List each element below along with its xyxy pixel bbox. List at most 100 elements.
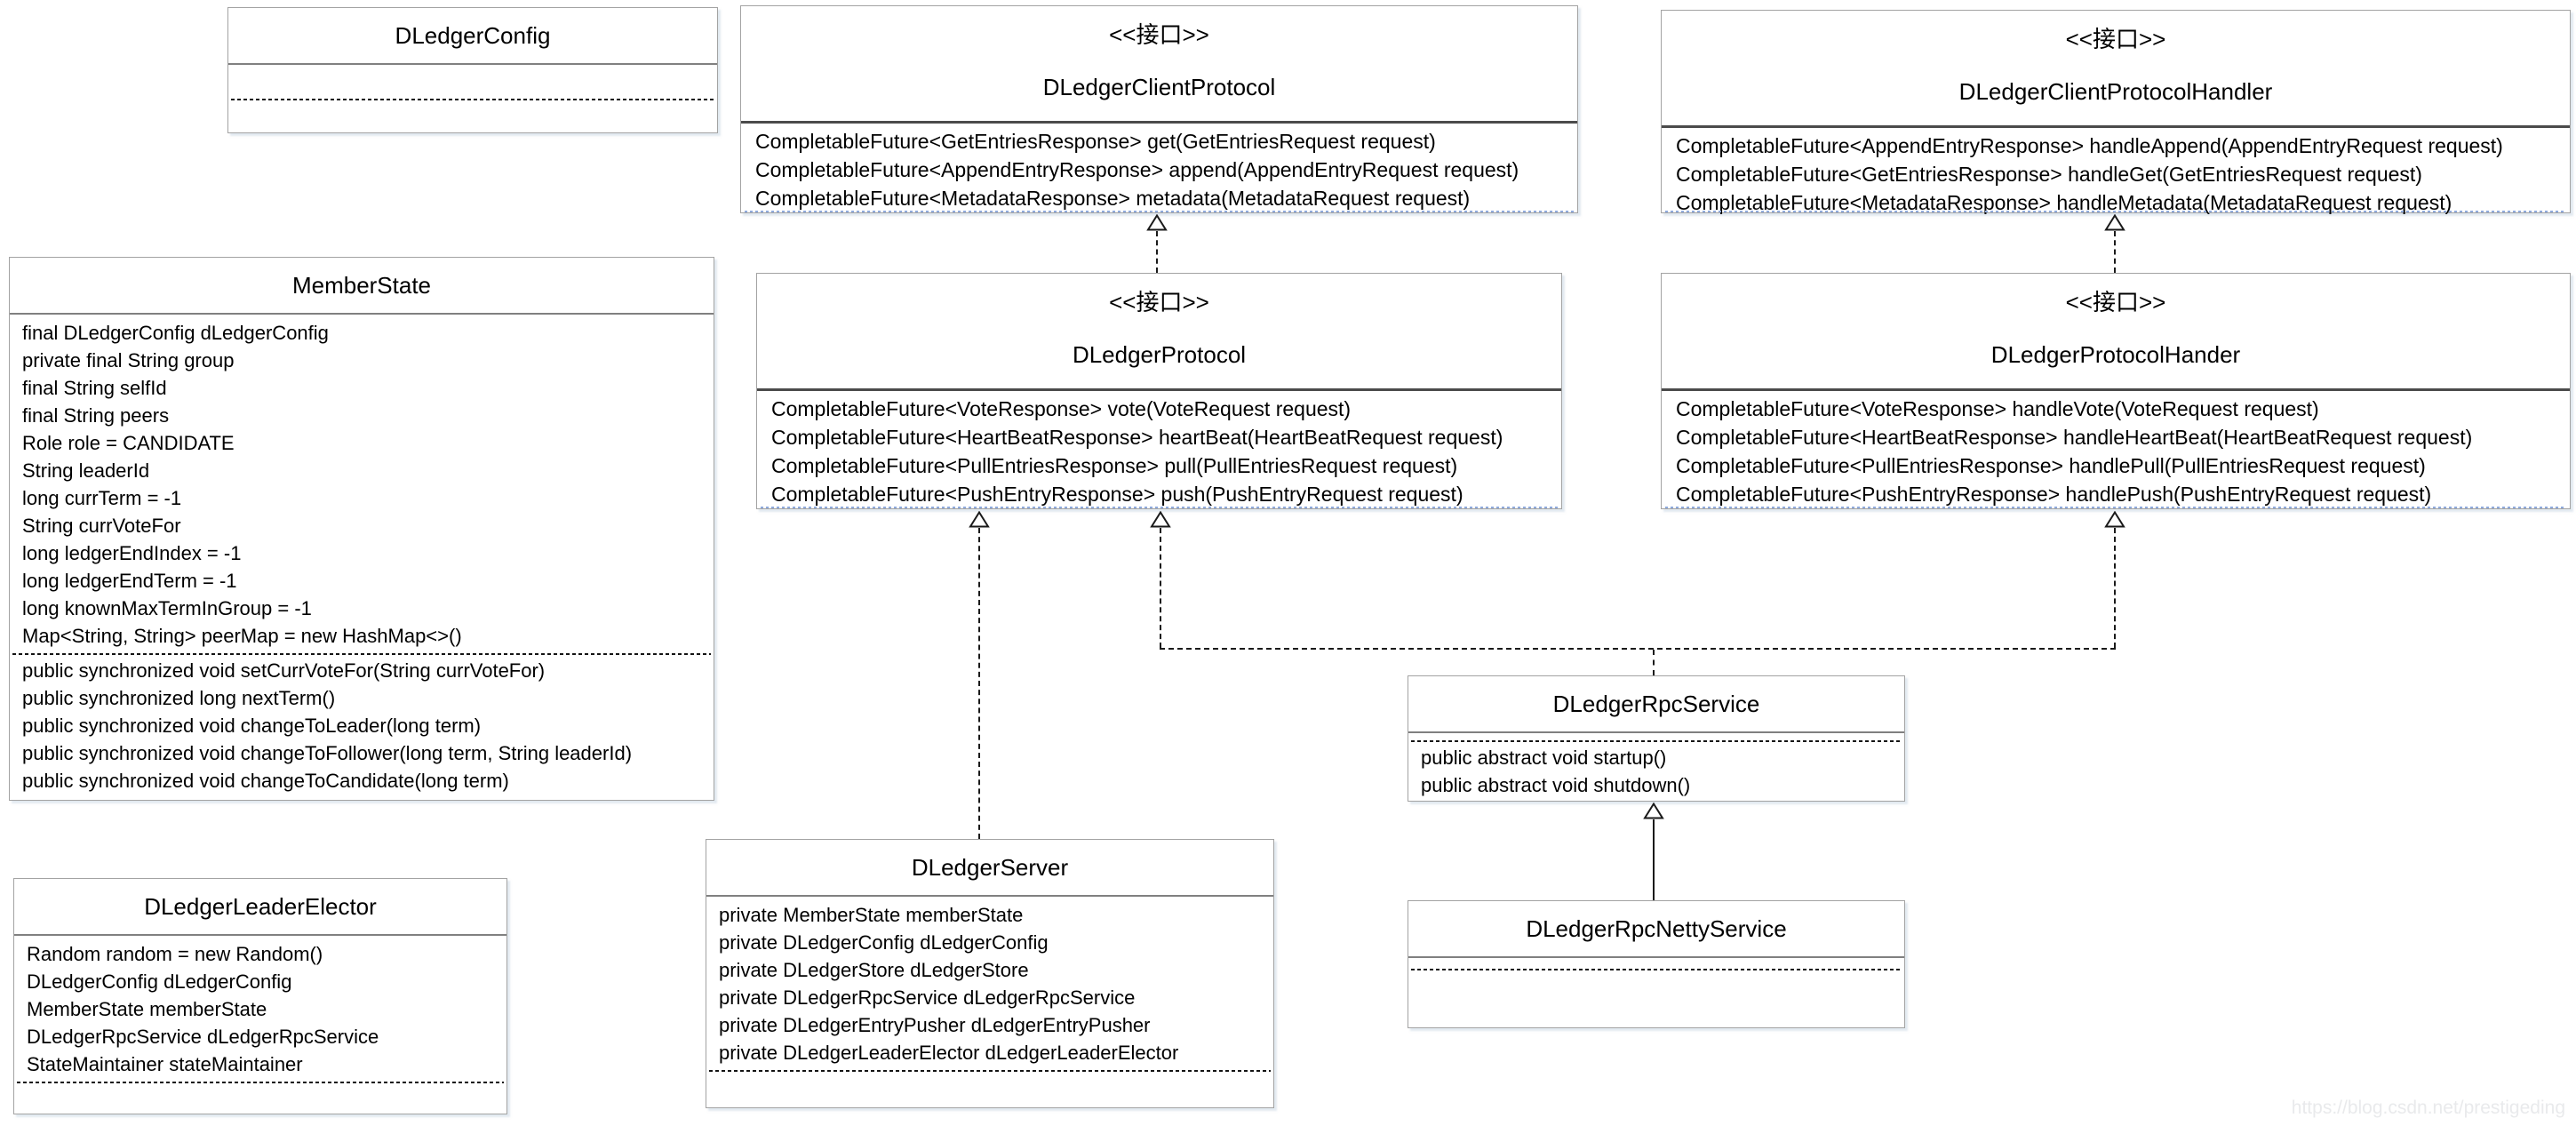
- member-line: CompletableFuture<MetadataResponse> meta…: [755, 187, 1471, 210]
- class-title: DLedgerLeaderElector: [14, 879, 506, 936]
- member-line: private DLedgerLeaderElector dLedgerLead…: [719, 1042, 1179, 1064]
- interface-title: <<接口>> DLedgerClientProtocolHandler: [1662, 11, 2570, 128]
- class-title-label: DLedgerRpcService: [1552, 691, 1760, 717]
- member-line: private final String group: [22, 349, 235, 371]
- class-title-label: DLedgerProtocolHander: [1990, 341, 2241, 368]
- fields-methods-divider: [12, 653, 711, 655]
- interface-stereotype: <<接口>>: [1109, 21, 1209, 48]
- member-line: private MemberState memberState: [719, 904, 1024, 926]
- class-box-dledgerrpcservice: DLedgerRpcService public abstract void s…: [1408, 675, 1905, 802]
- hollow-triangle-arrow-icon: [2104, 511, 2125, 528]
- class-title-label: DLedgerRpcNettyService: [1526, 915, 1787, 942]
- interface-box-dledgerprotocolhander: <<接口>> DLedgerProtocolHander Completable…: [1661, 273, 2571, 509]
- member-line: MemberState memberState: [27, 998, 267, 1020]
- member-line: Role role = CANDIDATE: [22, 432, 235, 454]
- class-box-dledgerleaderelector: DLedgerLeaderElector Random random = new…: [13, 878, 507, 1114]
- fields-methods-divider: [709, 1070, 1271, 1072]
- member-line: long currTerm = -1: [22, 487, 182, 509]
- interface-box-dledgerclientprotocol: <<接口>> DLedgerClientProtocol Completable…: [740, 5, 1578, 213]
- interface-title: <<接口>> DLedgerProtocol: [757, 274, 1561, 391]
- methods-compartment: CompletableFuture<VoteResponse> vote(Vot…: [757, 391, 1561, 512]
- member-line: private DLedgerRpcService dLedgerRpcServ…: [719, 986, 1136, 1009]
- member-line: long ledgerEndIndex = -1: [22, 542, 242, 564]
- class-body: [1408, 969, 1904, 1038]
- relation-protocolhander-to-clientprotocolhandler-line: [2114, 231, 2116, 273]
- relation-server-to-protocol-line: [978, 528, 980, 839]
- member-line: public abstract void startup(): [1421, 747, 1667, 769]
- class-title: DLedgerServer: [706, 840, 1273, 897]
- fields-methods-divider: [1411, 969, 1902, 970]
- methods-list: CompletableFuture<VoteResponse> vote(Vot…: [757, 395, 1561, 508]
- member-line: public synchronized long nextTerm(): [22, 687, 336, 709]
- class-title: DLedgerRpcNettyService: [1408, 901, 1904, 958]
- class-box-dledgerserver: DLedgerServer private MemberState member…: [706, 839, 1274, 1108]
- class-body: private MemberState memberState private D…: [706, 897, 1273, 1107]
- fields-methods-divider: [17, 1082, 504, 1083]
- class-body: [228, 65, 717, 132]
- class-box-dledgerrpcnettyservice: DLedgerRpcNettyService: [1408, 900, 1905, 1028]
- class-box-memberstate: MemberState final DLedgerConfig dLedgerC…: [9, 257, 714, 801]
- member-line: CompletableFuture<HeartBeatResponse> hea…: [771, 426, 1503, 449]
- class-title-label: DLedgerLeaderElector: [144, 893, 377, 920]
- class-body: Random random = new Random()DLedgerConfi…: [14, 936, 506, 1114]
- member-line: CompletableFuture<GetEntriesResponse> ge…: [755, 130, 1436, 153]
- member-line: Map<String, String> peerMap = new HashMa…: [22, 625, 462, 647]
- member-line: CompletableFuture<HeartBeatResponse> han…: [1676, 426, 2473, 449]
- class-title-label: DLedgerProtocol: [1072, 341, 1247, 368]
- member-line: final DLedgerConfig dLedgerConfig: [22, 322, 329, 344]
- member-line: long knownMaxTermInGroup = -1: [22, 597, 312, 619]
- methods-list: CompletableFuture<GetEntriesResponse> ge…: [741, 127, 1577, 212]
- interface-box-dledgerclientprotocolhandler: <<接口>> DLedgerClientProtocolHandler Comp…: [1661, 10, 2571, 216]
- fields-list: Random random = new Random()DLedgerConfi…: [14, 936, 506, 1078]
- member-line: private DLedgerConfig dLedgerConfig: [719, 931, 1049, 954]
- watermark-text: https://blog.csdn.net/prestigeding: [2291, 1098, 2565, 1118]
- member-line: public abstract void shutdown(): [1421, 774, 1691, 796]
- member-line: String leaderId: [22, 459, 150, 482]
- interface-title: <<接口>> DLedgerProtocolHander: [1662, 274, 2570, 391]
- class-title-label: DLedgerClientProtocolHandler: [1958, 78, 2273, 105]
- compartment-divider: [1665, 211, 2566, 212]
- hollow-triangle-arrow-icon: [1643, 803, 1664, 819]
- class-title-label: MemberState: [291, 272, 432, 299]
- member-line: DLedgerRpcService dLedgerRpcService: [27, 1026, 379, 1048]
- interface-stereotype: <<接口>>: [2065, 26, 2166, 52]
- interface-title: <<接口>> DLedgerClientProtocol: [741, 6, 1577, 124]
- class-body: public abstract void startup() public abs…: [1408, 740, 1904, 808]
- relation-rpcnettyservice-to-rpcservice-line: [1653, 819, 1655, 900]
- interface-stereotype: <<接口>>: [2065, 289, 2166, 315]
- member-line: public synchronized void changeToCandida…: [22, 770, 509, 792]
- class-title-label: DLedgerServer: [911, 854, 1069, 881]
- member-line: public synchronized void changeToFollowe…: [22, 742, 633, 764]
- member-line: public synchronized void changeToLeader(…: [22, 715, 482, 737]
- interface-box-dledgerprotocol: <<接口>> DLedgerProtocol CompletableFuture…: [756, 273, 1562, 509]
- member-line: public synchronized void setCurrVoteFor(…: [22, 659, 546, 682]
- class-title-label: DLedgerClientProtocol: [1042, 74, 1276, 100]
- relation-rpcservice-to-protocolhander-line: [2114, 528, 2116, 648]
- member-line: CompletableFuture<PullEntriesResponse> h…: [1676, 454, 2426, 477]
- member-line: CompletableFuture<PullEntriesResponse> p…: [771, 454, 1458, 477]
- class-title-label: DLedgerConfig: [395, 22, 551, 49]
- member-line: CompletableFuture<VoteResponse> handleVo…: [1676, 397, 2319, 420]
- hollow-triangle-arrow-icon: [1150, 511, 1171, 528]
- member-line: private DLedgerEntryPusher dLedgerEntryP…: [719, 1014, 1151, 1036]
- fields-methods-divider: [1411, 740, 1902, 742]
- methods-compartment: CompletableFuture<VoteResponse> handleVo…: [1662, 391, 2570, 512]
- member-line: CompletableFuture<PushEntryResponse> pus…: [771, 483, 1463, 506]
- member-line: CompletableFuture<AppendEntryResponse> a…: [755, 158, 1519, 181]
- compartment-divider: [1665, 507, 2566, 508]
- hollow-triangle-arrow-icon: [1146, 214, 1168, 231]
- member-line: StateMaintainer stateMaintainer: [27, 1053, 303, 1075]
- member-line: final String selfId: [22, 377, 167, 399]
- member-line: CompletableFuture<VoteResponse> vote(Vot…: [771, 397, 1352, 420]
- member-line: final String peers: [22, 404, 170, 427]
- member-line: String currVoteFor: [22, 515, 181, 537]
- class-body: final DLedgerConfig dLedgerConfig private…: [10, 315, 714, 800]
- methods-compartment: CompletableFuture<AppendEntryResponse> h…: [1662, 128, 2570, 216]
- hollow-triangle-arrow-icon: [2104, 214, 2125, 231]
- methods-list: public abstract void startup() public abs…: [1408, 744, 1904, 799]
- compartment-divider: [761, 507, 1558, 508]
- member-line: DLedgerConfig dLedgerConfig: [27, 970, 292, 993]
- class-title: DLedgerConfig: [228, 8, 717, 65]
- interface-stereotype: <<接口>>: [1109, 289, 1209, 315]
